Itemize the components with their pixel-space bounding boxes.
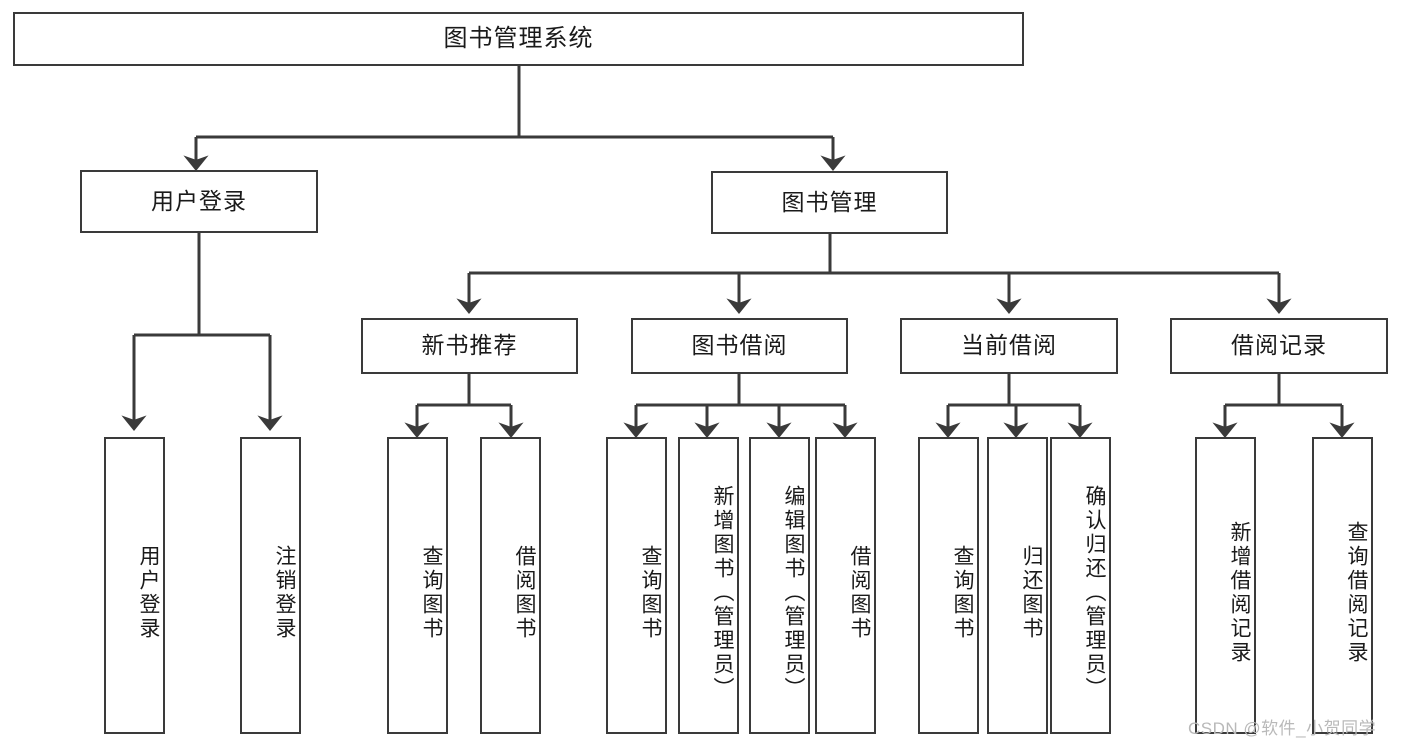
leaf-borrow-query-book[interactable]: 查询图书 bbox=[606, 437, 667, 734]
leaf-recommend-query-book[interactable]: 查询图书 bbox=[387, 437, 448, 734]
node-root-system[interactable]: 图书管理系统 bbox=[13, 12, 1024, 66]
node-label: 新增借阅记录 bbox=[1228, 520, 1251, 665]
leaf-records-query-record[interactable]: 查询借阅记录 bbox=[1312, 437, 1373, 734]
node-label: 查询图书 bbox=[639, 544, 662, 641]
node-label: 新书推荐 bbox=[421, 332, 518, 359]
node-label: 借阅图书 bbox=[848, 544, 871, 641]
leaf-current-return-book[interactable]: 归还图书 bbox=[987, 437, 1048, 734]
node-label: 图书管理系统 bbox=[443, 24, 594, 52]
leaf-user-login-logout[interactable]: 注销登录 bbox=[240, 437, 301, 734]
leaf-current-query-book[interactable]: 查询图书 bbox=[918, 437, 979, 734]
leaf-user-login-login[interactable]: 用户登录 bbox=[104, 437, 165, 734]
node-current-borrow[interactable]: 当前借阅 bbox=[900, 318, 1118, 374]
leaf-current-confirm-return[interactable]: 确认归还（管理员） bbox=[1050, 437, 1111, 734]
node-label: 注销登录 bbox=[273, 544, 296, 641]
leaf-borrow-add-book[interactable]: 新增图书（管理员） bbox=[678, 437, 739, 734]
leaf-borrow-borrow-book[interactable]: 借阅图书 bbox=[815, 437, 876, 734]
node-book-borrow[interactable]: 图书借阅 bbox=[631, 318, 848, 374]
node-new-book-recommend[interactable]: 新书推荐 bbox=[361, 318, 578, 374]
node-label: 当前借阅 bbox=[961, 332, 1057, 359]
node-borrow-records[interactable]: 借阅记录 bbox=[1170, 318, 1388, 374]
node-label: 新增图书（管理员） bbox=[711, 484, 734, 701]
node-label: 用户登录 bbox=[137, 544, 160, 641]
leaf-borrow-edit-book[interactable]: 编辑图书（管理员） bbox=[749, 437, 810, 734]
node-label: 用户登录 bbox=[151, 187, 247, 214]
node-label: 借阅图书 bbox=[513, 544, 536, 641]
node-label: 查询图书 bbox=[951, 544, 974, 641]
csdn-watermark: CSDN @软件_小贺同学 bbox=[1188, 719, 1377, 738]
node-label: 查询借阅记录 bbox=[1345, 520, 1368, 665]
node-label: 图书借阅 bbox=[691, 332, 788, 359]
node-book-management[interactable]: 图书管理 bbox=[711, 171, 948, 234]
node-label: 归还图书 bbox=[1020, 544, 1043, 641]
node-label: 图书管理 bbox=[781, 188, 878, 215]
node-label: 查询图书 bbox=[420, 544, 443, 641]
node-user-login[interactable]: 用户登录 bbox=[80, 170, 318, 233]
leaf-records-add-record[interactable]: 新增借阅记录 bbox=[1195, 437, 1256, 734]
node-label: 借阅记录 bbox=[1231, 332, 1327, 359]
leaf-recommend-borrow-book[interactable]: 借阅图书 bbox=[480, 437, 541, 734]
node-label: 确认归还（管理员） bbox=[1083, 484, 1106, 701]
node-label: 编辑图书（管理员） bbox=[782, 484, 805, 701]
